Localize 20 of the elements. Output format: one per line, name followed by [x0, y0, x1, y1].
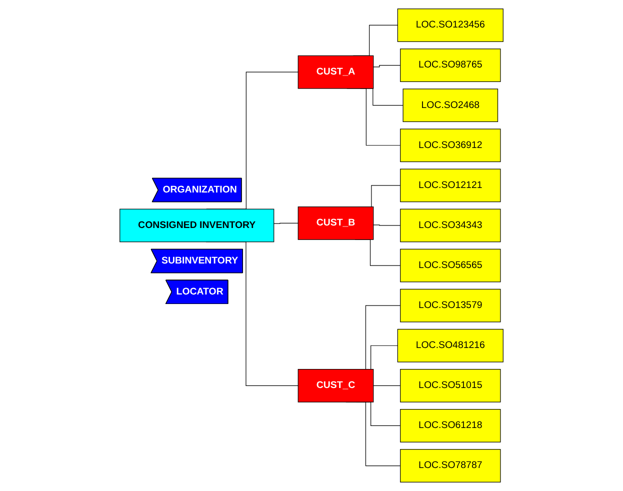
node-box: LOC.SO34343 — [400, 208, 501, 242]
node-box: LOC.SO2468 — [402, 88, 498, 122]
node-box: LOC.SO78787 — [400, 449, 501, 482]
connector — [373, 224, 401, 226]
node-box: CUST_B — [298, 206, 374, 240]
connector — [373, 64, 401, 68]
connector — [373, 385, 401, 386]
node-box: CUST_C — [298, 368, 374, 402]
node-box: CONSIGNED INVENTORY — [120, 208, 274, 242]
node-box: LOC.SO98765 — [400, 48, 501, 82]
connector — [274, 222, 298, 224]
node-box: LOC.SO51015 — [400, 368, 501, 402]
node-box: CUST_A — [298, 55, 374, 89]
node-box: LOC.SO123456 — [397, 8, 504, 42]
node-box: LOC.SO13579 — [400, 288, 501, 322]
node-box: LOC.SO56565 — [400, 248, 501, 282]
node-box: LOC.SO12121 — [400, 168, 501, 202]
node-box: LOC.SO61218 — [400, 409, 501, 442]
node-box: LOC.SO481216 — [397, 328, 504, 362]
node-box: LOC.SO36912 — [400, 128, 501, 162]
